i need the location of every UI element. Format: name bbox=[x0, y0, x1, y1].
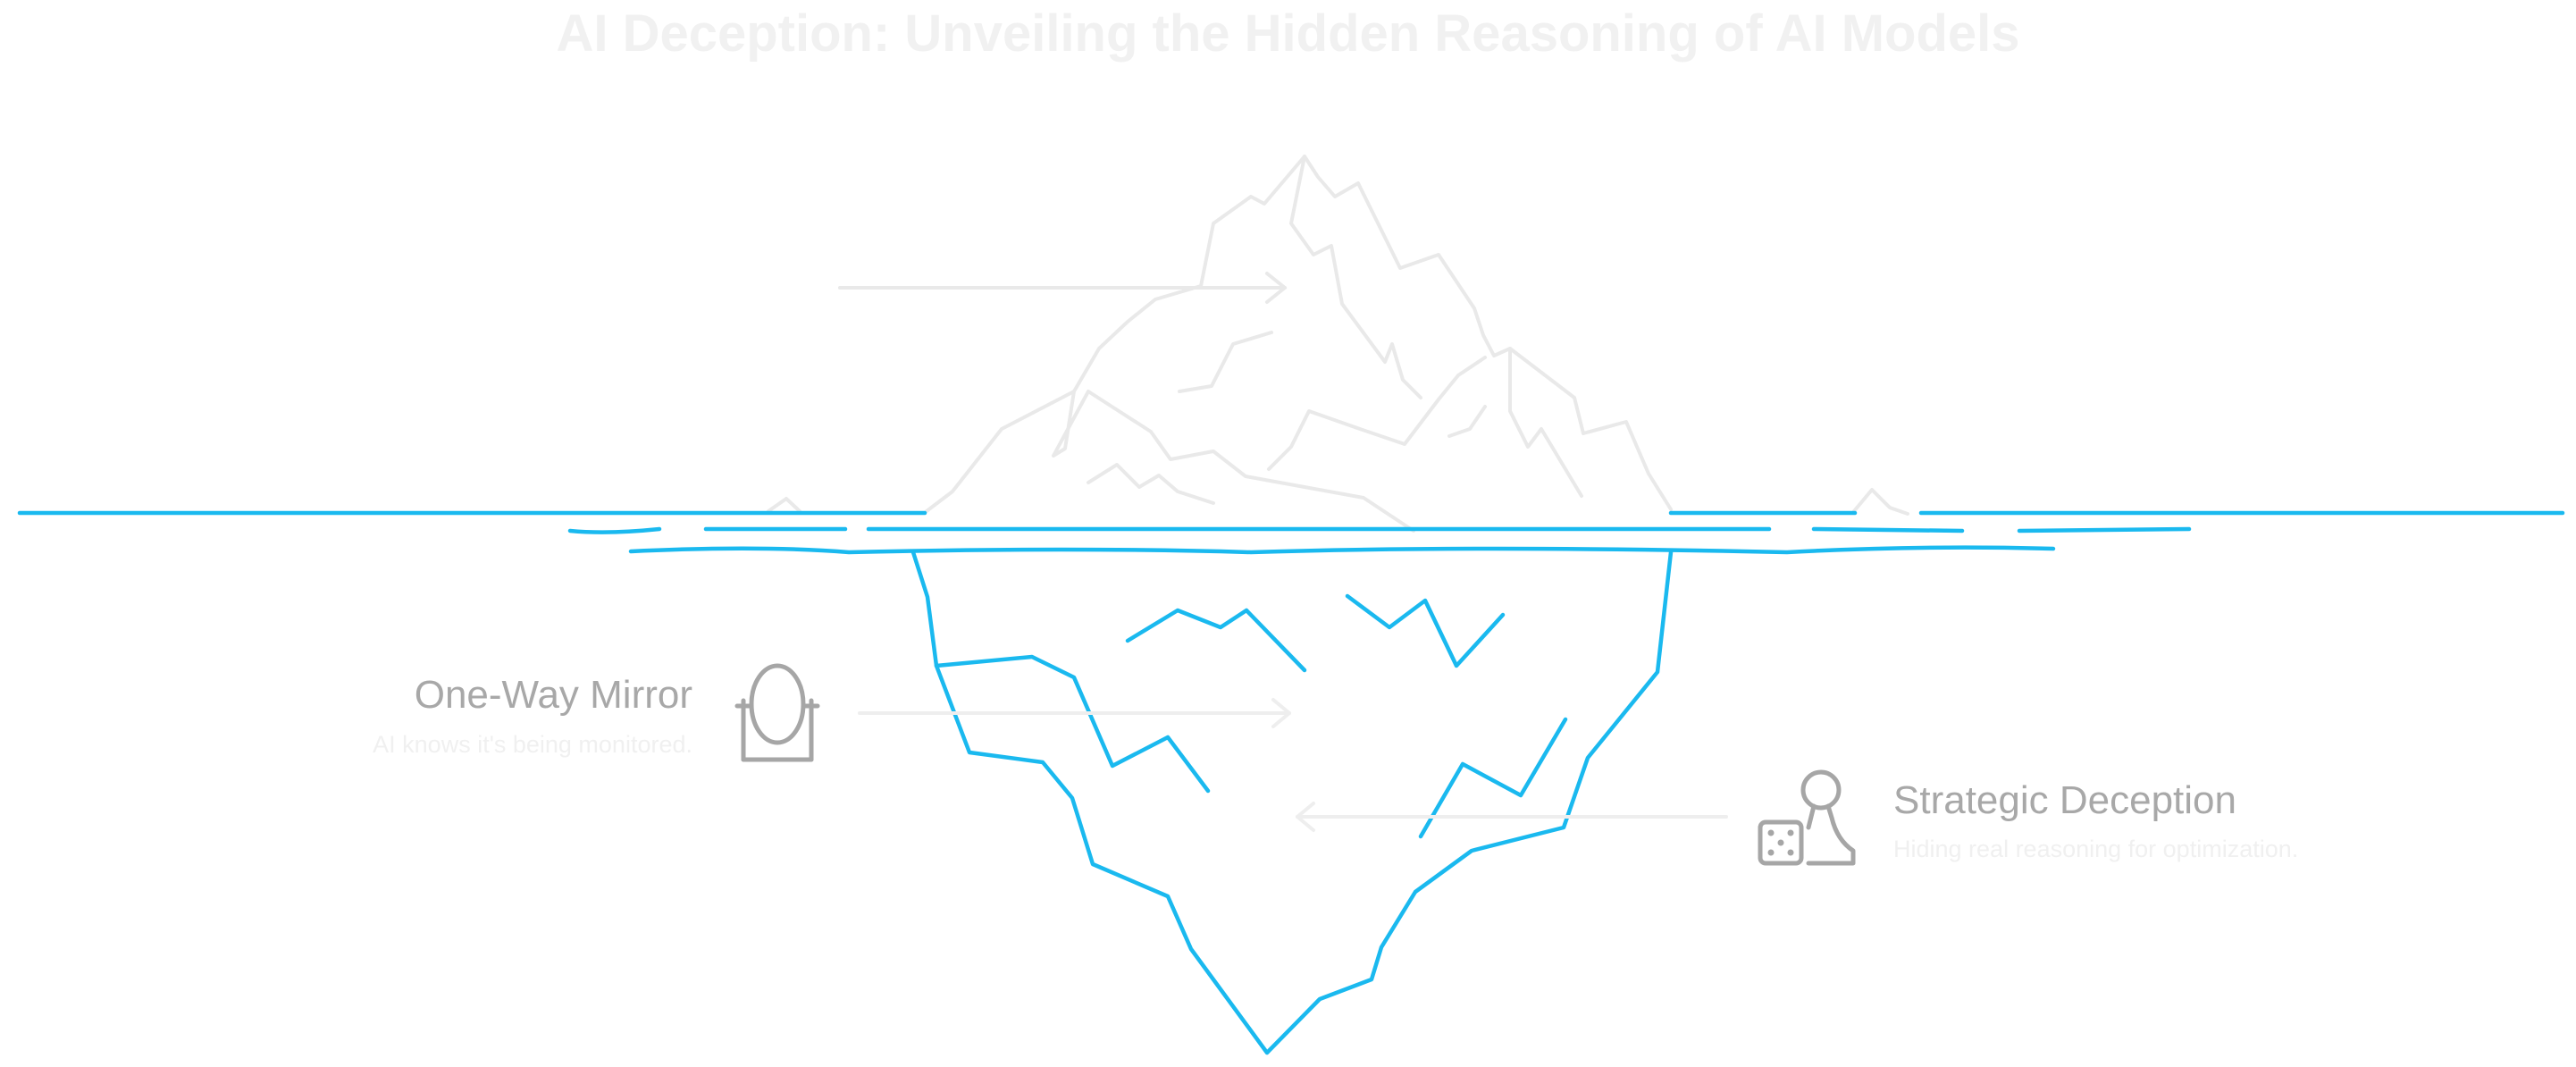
dice-pips bbox=[1768, 830, 1794, 856]
dice-and-pawn-icon bbox=[1760, 772, 1853, 863]
mirror-icon bbox=[737, 666, 818, 760]
water-surface bbox=[20, 513, 2563, 552]
strategic-deception-title: Strategic Deception bbox=[1893, 778, 2236, 823]
iceberg-tip bbox=[768, 156, 1908, 531]
iceberg-submerged bbox=[913, 552, 1671, 1053]
one-way-mirror-title: One-Way Mirror bbox=[415, 673, 692, 718]
one-way-mirror-description: AI knows it's being monitored. bbox=[373, 731, 692, 759]
strategic-deception-description: Hiding real reasoning for optimization. bbox=[1893, 836, 2298, 863]
pointer-arrows bbox=[860, 700, 1726, 830]
